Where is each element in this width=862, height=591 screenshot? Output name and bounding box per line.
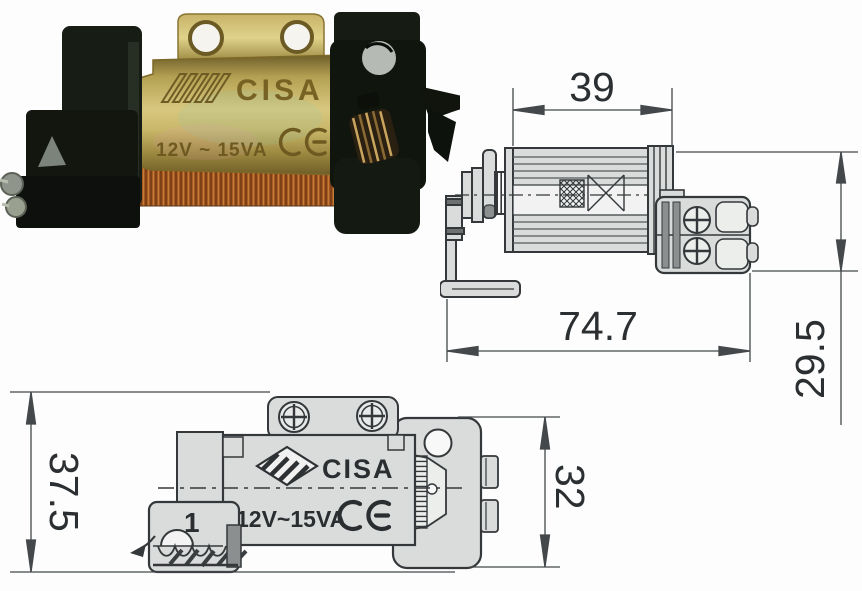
detail-number-label: 1 bbox=[184, 507, 200, 538]
photo-spring bbox=[349, 92, 399, 165]
arrowhead-icon bbox=[835, 151, 847, 184]
arrowhead-icon bbox=[835, 239, 847, 272]
dim-height-value: 29.5 bbox=[787, 319, 833, 399]
phillips-screw-left bbox=[278, 401, 310, 433]
dim-total-height-value: 37.5 bbox=[41, 452, 87, 532]
product-photo: CISA 12V ~ 15VA bbox=[0, 12, 460, 234]
dimension-29-5: 29.5 bbox=[676, 151, 858, 425]
bracket-hole bbox=[38, 136, 66, 167]
ce-mark-icon bbox=[337, 499, 392, 532]
arrowhead-icon bbox=[25, 391, 37, 425]
photo-rating-engraving: 12V ~ 15VA bbox=[156, 140, 268, 161]
front-main-body: CISA 12V~15VA bbox=[158, 433, 468, 547]
ce-mark-icon bbox=[278, 127, 327, 157]
arrowhead-icon bbox=[539, 534, 551, 568]
mounting-hole-right bbox=[280, 20, 314, 54]
dim-body-height-value: 32 bbox=[547, 464, 593, 510]
front-screw-plate bbox=[267, 396, 399, 440]
phillips-screw-right bbox=[356, 400, 388, 432]
terminal-screws bbox=[0, 172, 27, 218]
front-brand-label: CISA bbox=[322, 454, 395, 484]
mounting-hole-left bbox=[188, 20, 224, 56]
photo-top-mounting-plate bbox=[177, 13, 325, 63]
dimension-74-7: 74.7 bbox=[446, 273, 751, 362]
front-detail-box: 1 bbox=[130, 500, 248, 574]
arrowhead-icon bbox=[446, 345, 479, 357]
arrowhead-icon bbox=[539, 416, 551, 450]
dimension-37-5: 37.5 bbox=[10, 391, 455, 573]
arrowhead-icon bbox=[640, 104, 673, 116]
cisa-stripes-logo-icon bbox=[160, 73, 232, 103]
photo-left-bracket bbox=[0, 26, 142, 228]
arrowhead-icon bbox=[718, 345, 751, 357]
dimension-39: 39 bbox=[512, 64, 673, 146]
dimension-32: 32 bbox=[458, 416, 593, 568]
arrowhead-icon bbox=[25, 539, 37, 573]
side-coil-body bbox=[455, 145, 674, 255]
arrowhead-icon bbox=[512, 104, 545, 116]
technical-drawing-front-view: CISA 12V~15VA 1 37.5 bbox=[10, 391, 593, 574]
terminal-screw-top bbox=[683, 206, 711, 234]
dim-top-width-value: 39 bbox=[569, 64, 615, 110]
cap-hole bbox=[423, 428, 453, 458]
plunger-pin bbox=[356, 92, 380, 110]
cable-arrow-icon bbox=[130, 535, 156, 557]
side-bracket bbox=[440, 195, 521, 298]
dim-total-width-value: 74.7 bbox=[558, 303, 638, 349]
photo-right-housing bbox=[330, 12, 460, 234]
housing-hole bbox=[362, 41, 396, 75]
photo-brand-engraving: CISA bbox=[236, 74, 324, 107]
front-rating-label: 12V~15VA bbox=[236, 506, 346, 532]
armature-hatch bbox=[559, 179, 585, 208]
side-terminal-block bbox=[654, 189, 759, 275]
photo-brass-body: CISA 12V ~ 15VA bbox=[132, 54, 353, 176]
technical-drawing-side-view: 39 29.5 74.7 bbox=[440, 64, 858, 425]
terminal-screw-bottom bbox=[683, 237, 711, 265]
